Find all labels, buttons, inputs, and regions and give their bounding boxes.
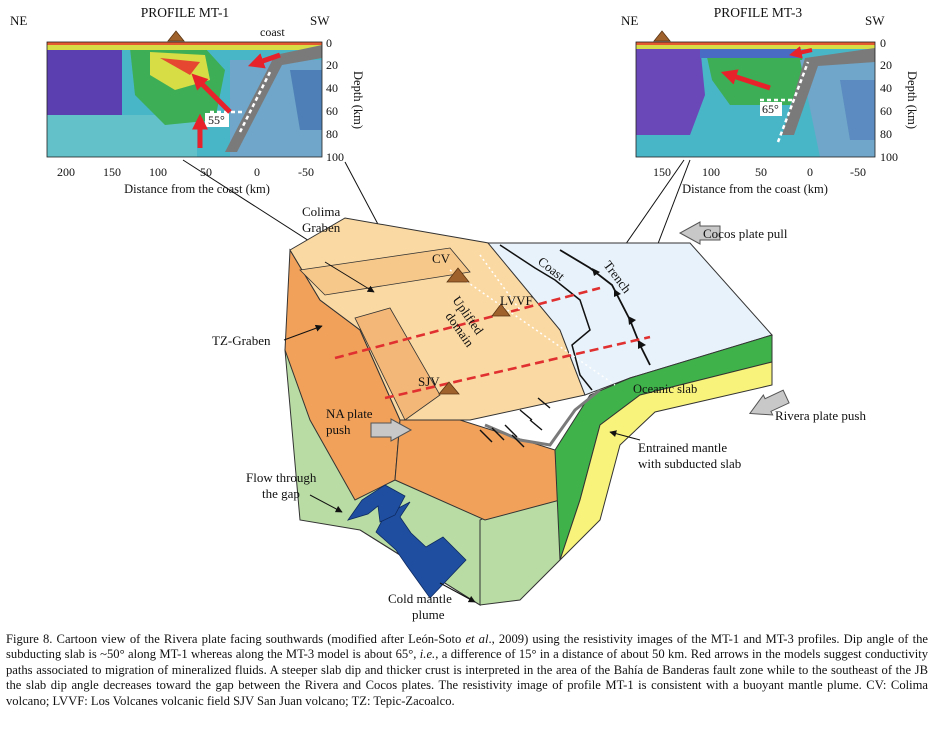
mt1-y-axis: 0 20 40 60 80 100: [326, 36, 344, 164]
sjv-label: SJV: [418, 374, 440, 389]
mt1-ytick: 40: [326, 81, 338, 95]
mt3-dip-label: 65°: [762, 102, 779, 116]
mt3-ytick: 20: [880, 58, 892, 72]
mt3-ne-label: NE: [621, 13, 638, 28]
na-push-label: push: [326, 422, 351, 437]
mt1-title: PROFILE MT-1: [141, 5, 229, 20]
mt3-y-axis: 0 20 40 60 80 100: [880, 36, 898, 164]
mt1-xtick: 200: [57, 165, 75, 179]
mt3-xtick: -50: [850, 165, 866, 179]
oceanic-slab-label: Oceanic slab: [633, 382, 697, 396]
mt3-ytick: 0: [880, 36, 886, 50]
mt3-ylabel: Depth (km): [905, 71, 919, 129]
mt3-xtick: 100: [702, 165, 720, 179]
mt3-ytick: 40: [880, 81, 892, 95]
mt1-resistivity-image: 55°: [47, 42, 322, 157]
profile-mt1: PROFILE MT-1 NE SW 55°: [10, 5, 365, 196]
mt1-dip-label: 55°: [208, 113, 225, 127]
caption-italic: i.e.: [420, 647, 435, 661]
mt3-volcano-icon: [654, 31, 670, 41]
mt1-ytick: 60: [326, 104, 338, 118]
mt1-xtick: -50: [298, 165, 314, 179]
mt3-resistivity-image: 65°: [636, 42, 875, 157]
lvvf-label: LVVF: [500, 293, 533, 308]
mt1-xtick: 100: [149, 165, 167, 179]
mt1-ytick: 20: [326, 58, 338, 72]
rivera-push-label: Rivera plate push: [775, 408, 866, 423]
mt1-ytick: 80: [326, 127, 338, 141]
mt3-sw-label: SW: [865, 13, 885, 28]
entrained-mantle-label: Entrained mantle: [638, 440, 727, 455]
tz-graben-label: TZ-Graben: [212, 333, 271, 348]
mt1-x-axis: 200 150 100 50 0 -50: [57, 165, 314, 179]
mt3-xtick: 150: [653, 165, 671, 179]
mt1-ytick: 100: [326, 150, 344, 164]
mt1-volcano-icon: [168, 31, 184, 41]
caption-text: Figure 8. Cartoon view of the Rivera pla…: [6, 632, 465, 646]
mt1-ytick: 0: [326, 36, 332, 50]
flow-gap-label: Flow through: [246, 470, 317, 485]
figure-cartoon: PROFILE MT-1 NE SW 55°: [0, 0, 935, 630]
mt3-ytick: 60: [880, 104, 892, 118]
mt3-title: PROFILE MT-3: [714, 5, 803, 20]
mt3-xlabel: Distance from the coast (km): [682, 182, 828, 196]
mt1-coast-label: coast: [260, 25, 285, 39]
colima-graben-label: Colima: [302, 204, 341, 219]
mt3-ytick: 80: [880, 127, 892, 141]
mt3-xtick: 50: [755, 165, 767, 179]
cv-label: CV: [432, 251, 451, 266]
cold-plume-label: plume: [412, 607, 445, 622]
mt1-xtick: 0: [254, 165, 260, 179]
mt3-xtick: 0: [807, 165, 813, 179]
colima-graben-label: Graben: [302, 220, 341, 235]
cocos-pull-label: Cocos plate pull: [703, 226, 788, 241]
mt1-ylabel: Depth (km): [351, 71, 365, 129]
figure-caption: Figure 8. Cartoon view of the Rivera pla…: [6, 632, 928, 709]
caption-italic: et al: [465, 632, 488, 646]
mt1-xtick: 150: [103, 165, 121, 179]
mt1-ne-label: NE: [10, 13, 27, 28]
mt1-sw-label: SW: [310, 13, 330, 28]
mt1-xlabel: Distance from the coast (km): [124, 182, 270, 196]
mt3-ytick: 100: [880, 150, 898, 164]
flow-gap-label: the gap: [262, 486, 300, 501]
cold-plume-label: Cold mantle: [388, 591, 452, 606]
entrained-mantle-label: with subducted slab: [638, 456, 741, 471]
profile-mt3: PROFILE MT-3 NE SW 65° 150 100 50: [621, 5, 919, 196]
na-push-label: NA plate: [326, 406, 373, 421]
